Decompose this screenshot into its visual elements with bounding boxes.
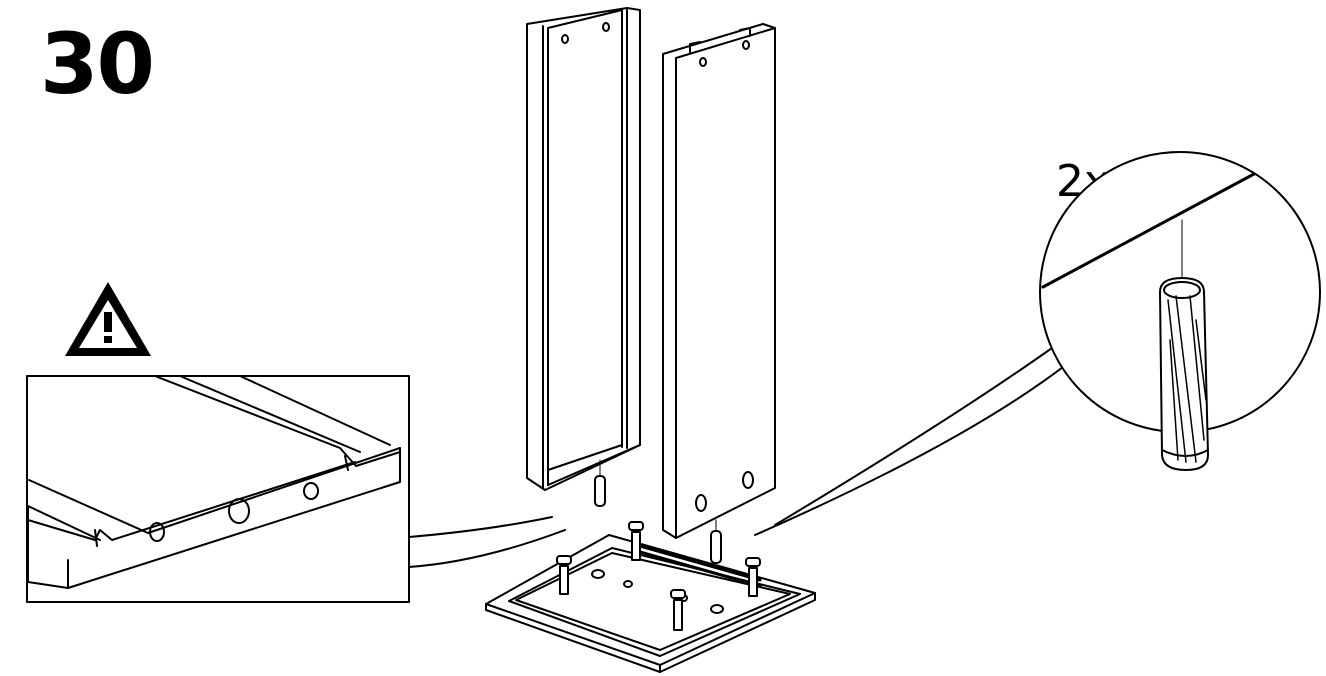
dowel-magnifier-callout	[754, 151, 1321, 536]
cam-bolts	[556, 521, 761, 631]
warning-triangle-icon	[65, 282, 151, 356]
groove-detail-view	[26, 375, 566, 603]
step-number: 30	[40, 15, 155, 113]
right-side-panel	[662, 23, 776, 539]
left-side-panel	[526, 7, 641, 491]
base-plate	[485, 534, 816, 673]
dowel-pin-icon	[1159, 277, 1209, 471]
dowel-pieces	[594, 459, 722, 564]
